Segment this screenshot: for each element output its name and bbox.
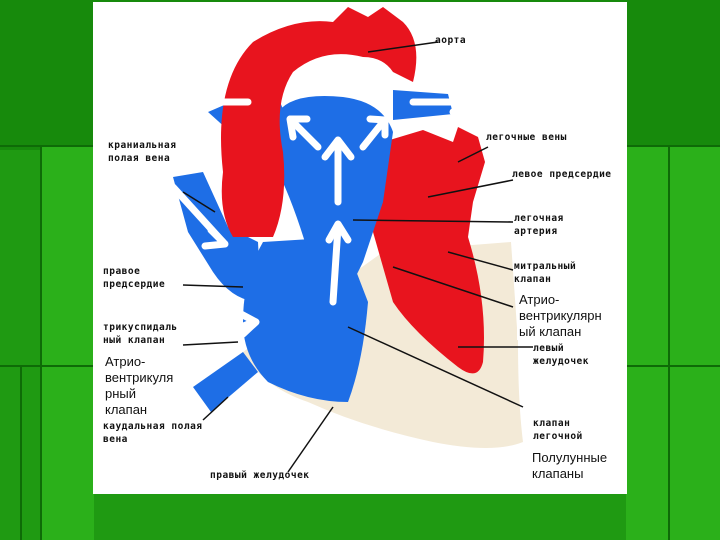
label-left-atrium: левое предсердие xyxy=(512,169,612,180)
label-av-valve-left: рный xyxy=(103,386,139,402)
label-cranial-vena-cava: полая вена xyxy=(108,153,171,164)
label-tricuspid-valve: трикуспидаль xyxy=(103,322,178,333)
background-band xyxy=(40,145,94,540)
label-av-valve-left: вентрикуля xyxy=(103,370,176,386)
label-semilunar-valves: клапаны xyxy=(530,466,586,482)
background-line xyxy=(20,365,22,540)
label-pulmonary-valve: клапан xyxy=(533,418,571,429)
heart-diagram xyxy=(169,7,533,473)
background-line xyxy=(40,145,42,540)
label-right-atrium: предсердие xyxy=(103,279,166,290)
aorta xyxy=(221,7,417,237)
label-pulmonary-artery: артерия xyxy=(514,226,558,237)
label-caudal-vena-cava: каудальная полая xyxy=(103,421,203,432)
caudal-vena-cava xyxy=(193,352,258,412)
label-aorta: аорта xyxy=(435,35,467,46)
label-cranial-vena-cava: краниальная xyxy=(108,140,177,151)
label-av-valve-right: Атрио- xyxy=(517,292,562,308)
pointer-lines xyxy=(182,41,533,473)
label-left-ventricle: левый xyxy=(533,343,565,354)
label-av-valve-right: ый клапан xyxy=(517,324,584,340)
label-pulmonary-veins: легочные вены xyxy=(486,132,567,143)
label-semilunar-valves: Полулунные xyxy=(530,450,610,466)
label-right-atrium: правое xyxy=(103,266,141,277)
flow-arrows xyxy=(169,88,473,341)
label-left-ventricle: желудочек xyxy=(533,356,589,367)
left-heart xyxy=(373,127,485,374)
label-pulmonary-artery: легочная xyxy=(514,213,564,224)
label-right-ventricle: правый желудочек xyxy=(210,470,310,481)
label-caudal-vena-cava: вена xyxy=(103,434,128,445)
background-line xyxy=(668,145,670,540)
background-band xyxy=(626,145,720,540)
label-av-valve-right: вентрикулярн xyxy=(517,308,604,324)
label-pulmonary-valve: легочной xyxy=(533,431,583,442)
label-tricuspid-valve: ный клапан xyxy=(103,335,166,346)
label-av-valve-left: клапан xyxy=(103,402,150,418)
label-mitral-valve: клапан xyxy=(514,274,552,285)
label-av-valve-left: Атрио- xyxy=(103,354,148,370)
label-mitral-valve: митральный xyxy=(514,261,577,272)
